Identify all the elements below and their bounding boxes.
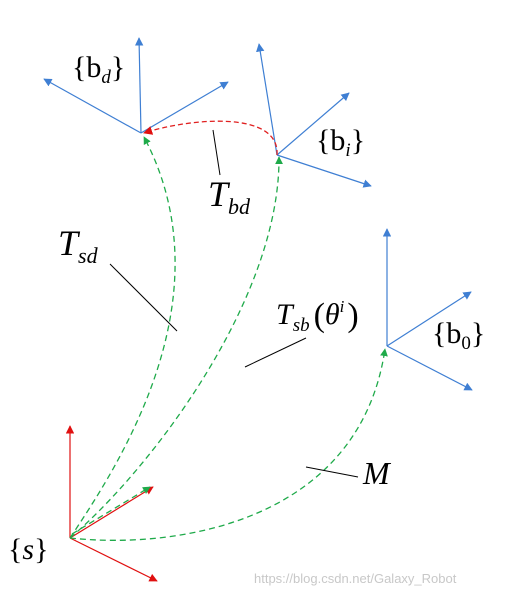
label-frame-bd: {bd} [72, 51, 125, 88]
frame-bd-x-axis [43, 78, 142, 134]
frame-bd-axes [43, 37, 229, 134]
frame-b0-axes [382, 228, 473, 391]
frame-b0-y-axis [386, 291, 472, 347]
frame-s-axes [65, 425, 158, 582]
label-frame-bi: {bi} [316, 124, 365, 161]
leader-m [305, 466, 359, 478]
label-tbd: Tbd [208, 174, 251, 219]
label-tsd: Tsd [58, 223, 99, 268]
label-frame-b0: {b0} [432, 317, 485, 354]
frame-bi-z-axis [256, 43, 278, 156]
frame-s-y-axis [69, 486, 154, 539]
frame-b0-x-axis [386, 345, 473, 391]
frame-s-x-axis [69, 537, 158, 582]
frame-bi-x-axis [276, 154, 372, 188]
path-s-to-b-short [71, 486, 151, 535]
path-tsd [69, 136, 176, 539]
leader-tsd [109, 263, 178, 332]
label-m: M [362, 455, 392, 491]
frame-bi-axes [256, 43, 372, 188]
frame-bd-z-axis [134, 37, 144, 134]
leader-tsb [244, 337, 307, 368]
frame-bi-y-axis [276, 92, 350, 156]
watermark: https://blog.csdn.net/Galaxy_Robot [254, 571, 457, 586]
path-tbd [143, 120, 278, 156]
label-frame-s: {s} [8, 533, 49, 566]
leader-tbd [212, 129, 221, 176]
label-tsb: Tsb(θi) [276, 297, 359, 336]
frame-bd-y-axis [140, 81, 229, 134]
path-m [69, 348, 388, 541]
path-tsb [69, 156, 283, 539]
